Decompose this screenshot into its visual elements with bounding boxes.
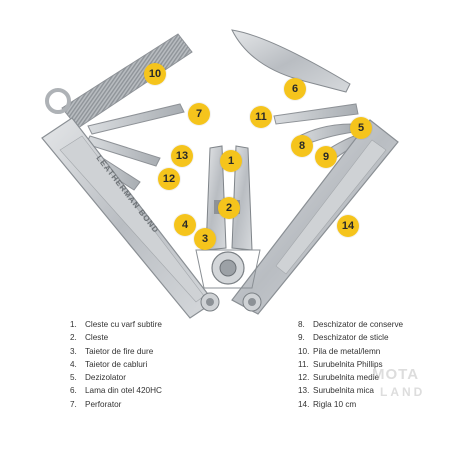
callout-badge-6: 6 bbox=[284, 78, 306, 100]
callout-badge-3: 3 bbox=[194, 228, 216, 250]
callout-badge-9: 9 bbox=[315, 146, 337, 168]
callout-badge-4: 4 bbox=[174, 214, 196, 236]
callout-badge-7: 7 bbox=[188, 103, 210, 125]
legend-item: 8.Deschizator de conserve bbox=[298, 320, 404, 329]
legend-item: 7.Perforator bbox=[70, 399, 122, 409]
legend-item: 14.Rigla 10 cm bbox=[298, 399, 357, 409]
legend-item: 6.Lama din otel 420HC bbox=[70, 386, 162, 396]
multitool-illustration: LEATHERMAN BOND bbox=[41, 29, 399, 319]
knife-blade bbox=[231, 29, 351, 93]
legend-item: 9.Deschizator de sticle bbox=[298, 333, 389, 343]
punch-tool bbox=[87, 103, 185, 135]
callout-badge-14: 14 bbox=[337, 215, 359, 237]
callout-badge-1: 1 bbox=[220, 150, 242, 172]
legend-item: 3.Taietor de fire dure bbox=[70, 346, 154, 356]
legend-item: 12.Surubelnita medie bbox=[298, 373, 379, 383]
watermark-line2: LAND bbox=[380, 385, 426, 399]
callout-badge-10: 10 bbox=[144, 63, 166, 85]
callout-badge-12: 12 bbox=[158, 168, 180, 190]
legend-item: 11.Surubelnita Phillips bbox=[298, 359, 383, 369]
legend-item: 4.Taietor de cabluri bbox=[70, 359, 148, 369]
callout-badge-2: 2 bbox=[218, 197, 240, 219]
lanyard-ring bbox=[45, 88, 71, 114]
legend-left: 1.Cleste cu varf subtire 2.Cleste 3.Taie… bbox=[70, 318, 162, 411]
callout-badge-5: 5 bbox=[350, 117, 372, 139]
legend-item: 2.Cleste bbox=[70, 333, 109, 343]
plier-jaw-left bbox=[205, 145, 227, 251]
phillips-screwdriver bbox=[273, 103, 359, 125]
callout-badge-11: 11 bbox=[250, 106, 272, 128]
legend-item: 1.Cleste cu varf subtire bbox=[70, 320, 162, 329]
legend-item: 10.Pila de metal/lemn bbox=[298, 346, 381, 356]
callout-badge-13: 13 bbox=[171, 145, 193, 167]
callout-badge-8: 8 bbox=[291, 135, 313, 157]
legend-item: 5.Dezizolator bbox=[70, 373, 126, 383]
legend-right: 8.Deschizator de conserve 9.Deschizator … bbox=[298, 318, 403, 411]
legend-item: 13.Surubelnita mica bbox=[298, 386, 374, 396]
watermark-line1: MOTA bbox=[372, 366, 420, 383]
